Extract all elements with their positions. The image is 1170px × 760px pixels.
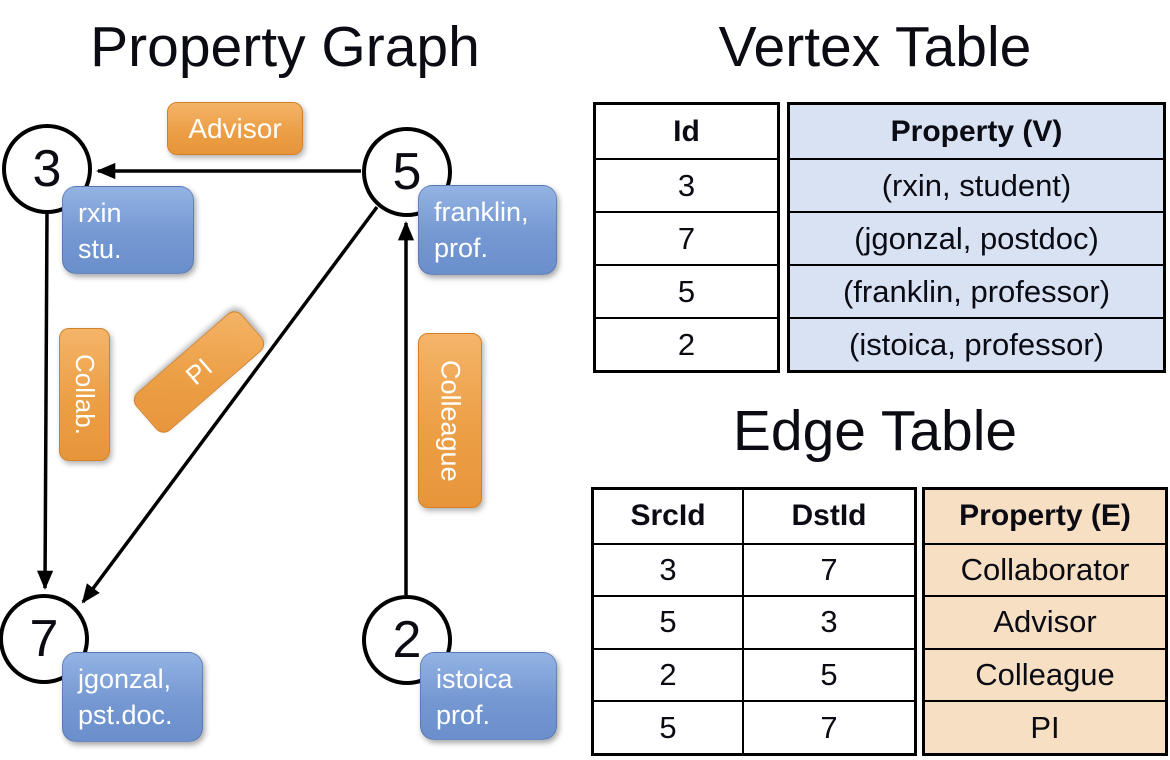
table-cell: (franklin, professor) <box>790 264 1163 317</box>
vertex-table-title: Vertex Table <box>718 15 1032 79</box>
table-cell: Advisor <box>925 595 1165 648</box>
property-graph-title: Property Graph <box>90 15 480 79</box>
node-id-label: 3 <box>32 140 62 198</box>
table-cell: 5 <box>742 649 914 701</box>
vertex-callout-line: prof. <box>434 232 489 263</box>
table-cell: 5 <box>659 709 677 745</box>
vertex-callout-line: rxin <box>78 198 122 228</box>
edge-table-id-columns: SrcId DstId 3 7 5 3 2 5 5 7 <box>591 487 917 756</box>
vertex-callout-franklin: franklin, prof. <box>418 185 557 275</box>
edge-table-title: Edge Table <box>732 399 1018 463</box>
vertex-callout-jgonzal: jgonzal, pst.doc. <box>62 652 203 742</box>
table-cell: 3 <box>596 158 777 211</box>
vertex-callout-line: pst.doc. <box>78 699 173 730</box>
vertex-table-id-column: Id 3 7 5 2 <box>593 102 780 373</box>
vertex-callout-rxin: rxin stu. <box>62 186 194 274</box>
edge-table-srcid-header: SrcId <box>630 499 706 533</box>
vertex-table-id-header: Id <box>673 114 700 148</box>
edge-table-property-header: Property (E) <box>959 499 1131 533</box>
edge-label-colleague: Colleague <box>418 333 482 508</box>
vertex-table-property-header: Property (V) <box>890 114 1063 148</box>
graph-node-5: 5 <box>362 127 452 217</box>
edge-table-property-column: Property (E) Collaborator Advisor Collea… <box>922 487 1168 756</box>
edge-label-text: Advisor <box>188 112 282 144</box>
table-cell: Colleague <box>925 647 1165 701</box>
table-cell: 2 <box>659 657 677 693</box>
node-id-label: 7 <box>29 610 59 668</box>
edge-label-collab: Collab. <box>59 328 110 461</box>
table-cell: 2 <box>596 317 777 370</box>
vertex-callout-line: jgonzal, <box>78 664 172 694</box>
vertex-callout-line: stu. <box>78 233 122 264</box>
table-cell: 7 <box>596 211 777 264</box>
table-cell: (jgonzal, postdoc) <box>790 211 1163 264</box>
edge-label-text: Colleague <box>435 359 466 482</box>
edge-label-text: PI <box>179 352 218 392</box>
vertex-callout-line: franklin, <box>434 197 529 227</box>
table-cell: (istoica, professor) <box>790 317 1163 370</box>
table-cell: Collaborator <box>925 542 1165 596</box>
edge-label-advisor: Advisor <box>167 102 303 155</box>
edge-line-collab-3-7 <box>37 212 54 590</box>
table-cell: 7 <box>742 702 914 753</box>
vertex-callout-line: istoica <box>436 664 513 694</box>
vertex-table-property-column: Property (V) (rxin, student) (jgonzal, p… <box>787 102 1166 373</box>
graph-edges-layer <box>37 162 415 604</box>
table-cell: 3 <box>659 551 677 587</box>
table-cell: PI <box>925 700 1165 753</box>
table-cell: 5 <box>659 604 677 640</box>
edge-line-pi-5-7 <box>81 205 379 604</box>
edge-label-text: Collab. <box>70 354 100 435</box>
node-id-label: 2 <box>392 611 422 669</box>
table-cell: 3 <box>742 597 914 648</box>
node-id-label: 5 <box>392 143 422 201</box>
table-cell: 5 <box>596 264 777 317</box>
table-cell: (rxin, student) <box>790 158 1163 211</box>
vertex-callout-istoica: istoica prof. <box>420 652 557 740</box>
edge-table-dstid-header: DstId <box>742 490 914 543</box>
table-cell: 7 <box>742 544 914 596</box>
vertex-callout-line: prof. <box>436 699 491 730</box>
graph-node-2: 2 <box>362 595 452 685</box>
